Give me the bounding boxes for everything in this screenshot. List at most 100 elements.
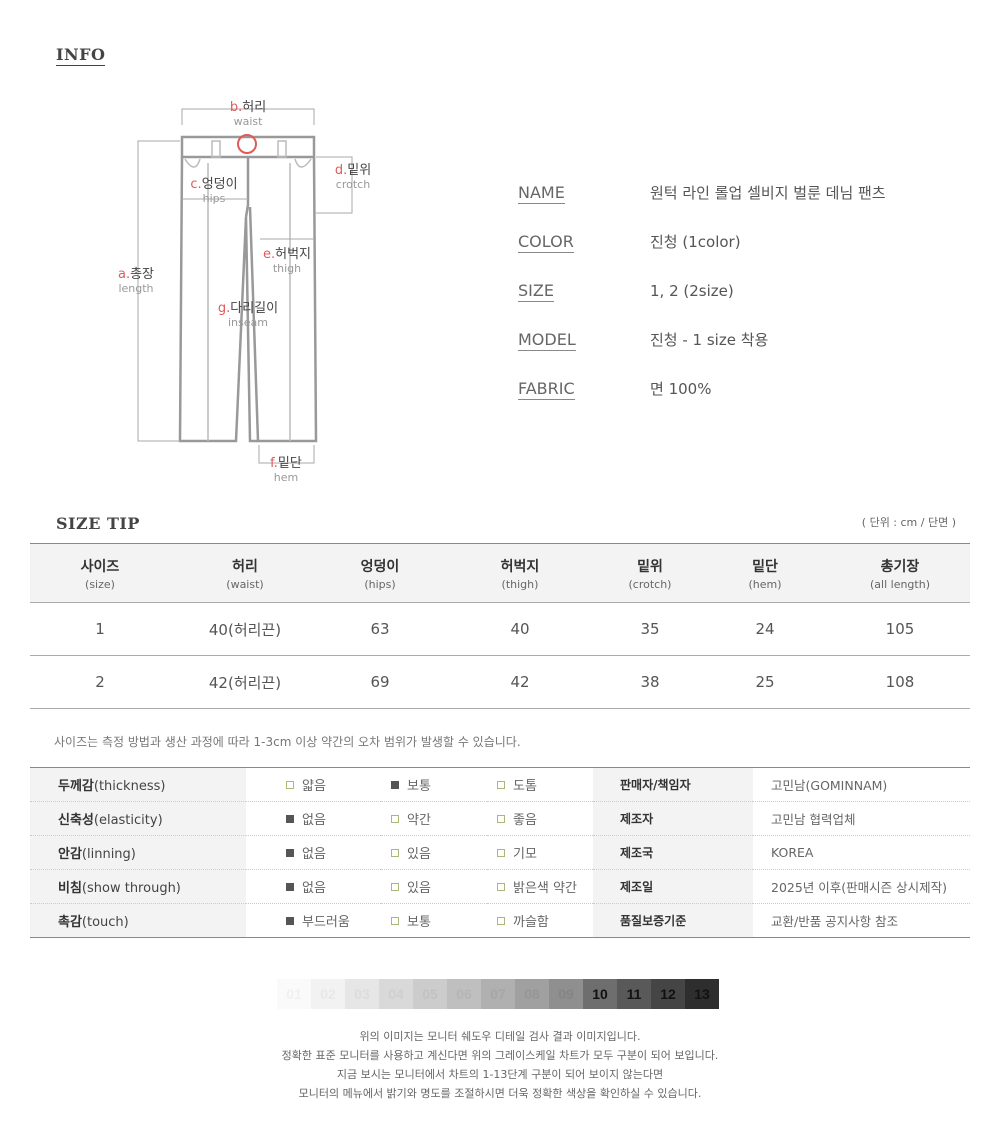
info-key: FABRIC bbox=[518, 379, 575, 400]
waist-label: b.허리 waist bbox=[229, 100, 267, 129]
hips-label: c.엉덩이 hips bbox=[190, 177, 238, 206]
unchecked-box-icon bbox=[391, 849, 399, 857]
grayscale-swatch: 04 bbox=[379, 979, 413, 1009]
table-cell: 1 bbox=[30, 602, 170, 656]
table-cell: 2 bbox=[30, 655, 170, 709]
info-row-fabric: FABRIC 면 100% bbox=[518, 379, 958, 403]
table-cell: 40 bbox=[440, 602, 600, 656]
info-key: MODEL bbox=[518, 330, 576, 351]
attribute-option: 약간 bbox=[381, 801, 487, 836]
grayscale-swatch: 06 bbox=[447, 979, 481, 1009]
attribute-key: 비침(show through) bbox=[30, 869, 246, 904]
monitor-note-line: 지금 보시는 모니터에서 차트의 1-13단계 구분이 되어 보이지 않는다면 bbox=[336, 1068, 664, 1081]
attribute-option: 없음 bbox=[246, 869, 381, 904]
unchecked-box-icon bbox=[497, 815, 505, 823]
unchecked-box-icon bbox=[497, 917, 505, 925]
info-value: 면 100% bbox=[650, 380, 712, 398]
checked-box-icon bbox=[286, 849, 294, 857]
header-cell: 허리(waist) bbox=[170, 543, 320, 603]
table-cell: 108 bbox=[830, 655, 970, 709]
unchecked-box-icon bbox=[391, 815, 399, 823]
grayscale-swatch: 03 bbox=[345, 979, 379, 1009]
pants-outline-drawing bbox=[137, 108, 353, 464]
length-label: a.총장 length bbox=[117, 267, 155, 296]
attribute-key: 촉감(touch) bbox=[30, 903, 246, 938]
meta-value: 2025년 이후(판매시즌 상시제작) bbox=[753, 869, 970, 904]
grayscale-swatch: 01 bbox=[277, 979, 311, 1009]
unchecked-box-icon bbox=[286, 781, 294, 789]
attribute-option: 보통 bbox=[381, 904, 487, 938]
checked-box-icon bbox=[286, 815, 294, 823]
grayscale-swatch: 11 bbox=[617, 979, 651, 1009]
monitor-note: 위의 이미지는 모니터 쉐도우 디테일 검사 결과 이미지입니다. 정확한 표준… bbox=[0, 1027, 1000, 1103]
unchecked-box-icon bbox=[497, 849, 505, 857]
info-row-model: MODEL 진청 - 1 size 착용 bbox=[518, 330, 958, 354]
size-tip-title: SIZE TIP bbox=[56, 514, 140, 533]
info-value: 1, 2 (2size) bbox=[650, 282, 734, 300]
grayscale-swatch: 10 bbox=[583, 979, 617, 1009]
monitor-note-line: 위의 이미지는 모니터 쉐도우 디테일 검사 결과 이미지입니다. bbox=[359, 1030, 641, 1043]
unchecked-box-icon bbox=[497, 883, 505, 891]
table-row: 1 40(허리끈) 63 40 35 24 105 bbox=[30, 602, 970, 656]
attribute-option: 까슬함 bbox=[487, 904, 593, 938]
attribute-key: 신축성(elasticity) bbox=[30, 801, 246, 836]
hem-label: f.밑단 hem bbox=[270, 456, 302, 485]
size-table-header: 사이즈(size) 허리(waist) 엉덩이(hips) 허벅지(thigh)… bbox=[30, 543, 970, 603]
grayscale-swatch: 12 bbox=[651, 979, 685, 1009]
info-key: NAME bbox=[518, 183, 565, 204]
attribute-option: 부드러움 bbox=[246, 904, 381, 938]
attribute-option: 없음 bbox=[246, 835, 381, 870]
table-cell: 63 bbox=[320, 602, 440, 656]
attribute-option: 얇음 bbox=[246, 767, 381, 802]
monitor-note-line: 정확한 표준 모니터를 사용하고 계신다면 위의 그레이스케일 차트가 모두 구… bbox=[281, 1049, 719, 1062]
unchecked-box-icon bbox=[391, 917, 399, 925]
info-key: SIZE bbox=[518, 281, 554, 302]
table-cell: 38 bbox=[600, 655, 700, 709]
header-cell: 밑위(crotch) bbox=[600, 543, 700, 603]
header-cell: 총기장(all length) bbox=[830, 543, 970, 603]
checked-box-icon bbox=[286, 917, 294, 925]
thigh-label: e.허벅지 thigh bbox=[262, 247, 312, 276]
checked-box-icon bbox=[286, 883, 294, 891]
unchecked-box-icon bbox=[497, 781, 505, 789]
pants-measurement-diagram: b.허리 waist c.엉덩이 hips d.밑위 crotch a.총장 l… bbox=[100, 95, 400, 495]
table-cell: 105 bbox=[830, 602, 970, 656]
meta-value: 고민남(GOMINNAM) bbox=[753, 767, 970, 802]
attribute-option: 있음 bbox=[381, 869, 487, 904]
unchecked-box-icon bbox=[391, 883, 399, 891]
monitor-note-line: 모니터의 메뉴에서 밝기와 명도를 조절하시면 더욱 정확한 색상을 확인하실 … bbox=[298, 1087, 702, 1100]
table-cell: 40(허리끈) bbox=[170, 602, 320, 656]
meta-key: 품질보증기준 bbox=[593, 903, 753, 938]
table-row: 2 42(허리끈) 69 42 38 25 108 bbox=[30, 655, 970, 709]
attribute-key: 두께감(thickness) bbox=[30, 767, 246, 802]
meta-key: 판매자/책임자 bbox=[593, 767, 753, 802]
grayscale-swatch: 13 bbox=[685, 979, 719, 1009]
table-cell: 35 bbox=[600, 602, 700, 656]
table-cell: 42(허리끈) bbox=[170, 655, 320, 709]
header-cell: 사이즈(size) bbox=[30, 543, 170, 603]
attribute-option: 기모 bbox=[487, 835, 593, 870]
table-cell: 25 bbox=[700, 655, 830, 709]
attribute-option: 없음 bbox=[246, 801, 381, 836]
attribute-option: 도톰 bbox=[487, 767, 593, 802]
size-note: 사이즈는 측정 방법과 생산 과정에 따라 1-3cm 이상 약간의 오차 범위… bbox=[54, 735, 521, 749]
header-cell: 엉덩이(hips) bbox=[320, 543, 440, 603]
meta-value: KOREA bbox=[753, 835, 970, 870]
size-table: 사이즈(size) 허리(waist) 엉덩이(hips) 허벅지(thigh)… bbox=[30, 543, 970, 709]
attribute-option: 좋음 bbox=[487, 801, 593, 836]
info-key: COLOR bbox=[518, 232, 574, 253]
table-cell: 42 bbox=[440, 655, 600, 709]
grayscale-swatch: 09 bbox=[549, 979, 583, 1009]
info-value: 진청 - 1 size 착용 bbox=[650, 331, 769, 349]
info-value: 원턱 라인 롤업 셀비지 벌룬 데님 팬츠 bbox=[650, 184, 886, 202]
info-row-color: COLOR 진청 (1color) bbox=[518, 232, 958, 256]
header-cell: 밑단(hem) bbox=[700, 543, 830, 603]
header-cell: 허벅지(thigh) bbox=[440, 543, 600, 603]
attribute-option: 있음 bbox=[381, 835, 487, 870]
